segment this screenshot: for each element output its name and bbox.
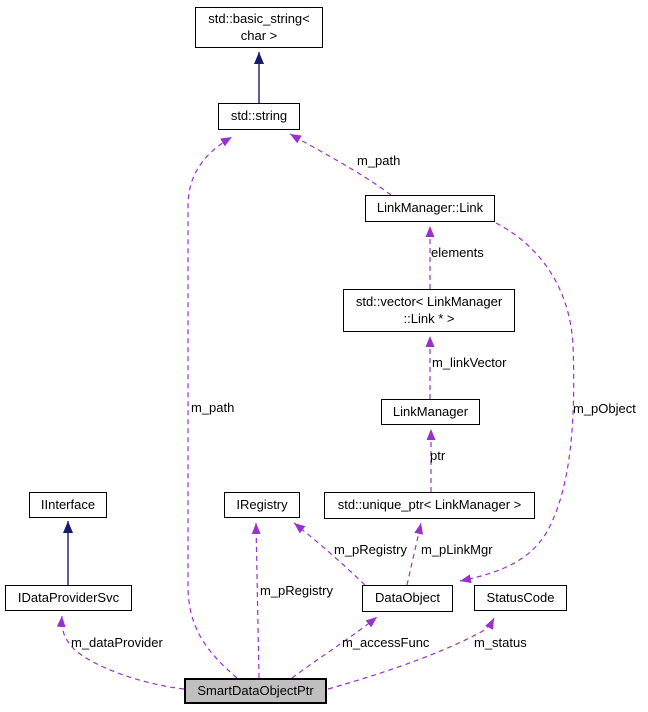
node-iregistry[interactable]: IRegistry xyxy=(224,492,300,518)
edge-smart-uses-iregistry-m-pregistry xyxy=(251,522,261,679)
edge-dataobject-uses-uniqueptr-m-plinkmgr xyxy=(406,522,424,586)
node-std-vector-link[interactable]: std::vector< LinkManager ::Link * > xyxy=(343,289,515,332)
node-std-unique-ptr[interactable]: std::unique_ptr< LinkManager > xyxy=(324,492,535,519)
node-smartdataobjectptr: SmartDataObjectPtr xyxy=(184,678,327,704)
edge-label-m-path-link: m_path xyxy=(357,153,401,168)
node-iinterface[interactable]: IInterface xyxy=(29,492,107,518)
edge-label-m-pregistry-dataobj: m_pRegistry xyxy=(334,542,407,557)
edge-label-m-plinkmgr: m_pLinkMgr xyxy=(421,542,493,557)
node-linkmanager[interactable]: LinkManager xyxy=(381,399,480,425)
edge-label-m-status: m_status xyxy=(474,635,527,650)
node-dataobject[interactable]: DataObject xyxy=(362,585,453,612)
edge-label-elements: elements xyxy=(431,245,484,260)
edge-label-m-pregistry-smart: m_pRegistry xyxy=(260,583,333,598)
edge-link-uses-string-m-path xyxy=(289,133,392,196)
node-linkmanager-link[interactable]: LinkManager::Link xyxy=(365,195,495,222)
edge-label-m-linkvector: m_linkVector xyxy=(432,355,507,370)
edge-label-m-dataprovider: m_dataProvider xyxy=(71,635,163,650)
edge-label-m-accessfunc: m_accessFunc xyxy=(342,635,430,650)
edge-smart-uses-idataprovidersvc-m-dataprovider xyxy=(56,615,185,690)
edge-smart-uses-dataobject-m-accessfunc xyxy=(291,616,378,679)
node-statuscode[interactable]: StatusCode xyxy=(474,585,567,611)
edge-label-m-pobject: m_pObject xyxy=(573,401,636,416)
node-std-string[interactable]: std::string xyxy=(218,103,300,130)
edge-label-ptr: ptr xyxy=(430,448,446,463)
node-idataprovidersvc[interactable]: IDataProviderSvc xyxy=(5,585,132,611)
node-std-basic-string[interactable]: std::basic_string< char > xyxy=(195,7,323,48)
edge-smart-uses-string-m-path xyxy=(187,136,238,679)
edge-dataobject-uses-iregistry-m-pregistry xyxy=(293,522,366,586)
edge-smart-uses-statuscode-m-status xyxy=(327,617,495,690)
edge-link-uses-dataobject-m-pobject xyxy=(459,222,575,584)
edge-label-m-path-smart: m_path xyxy=(191,400,235,415)
